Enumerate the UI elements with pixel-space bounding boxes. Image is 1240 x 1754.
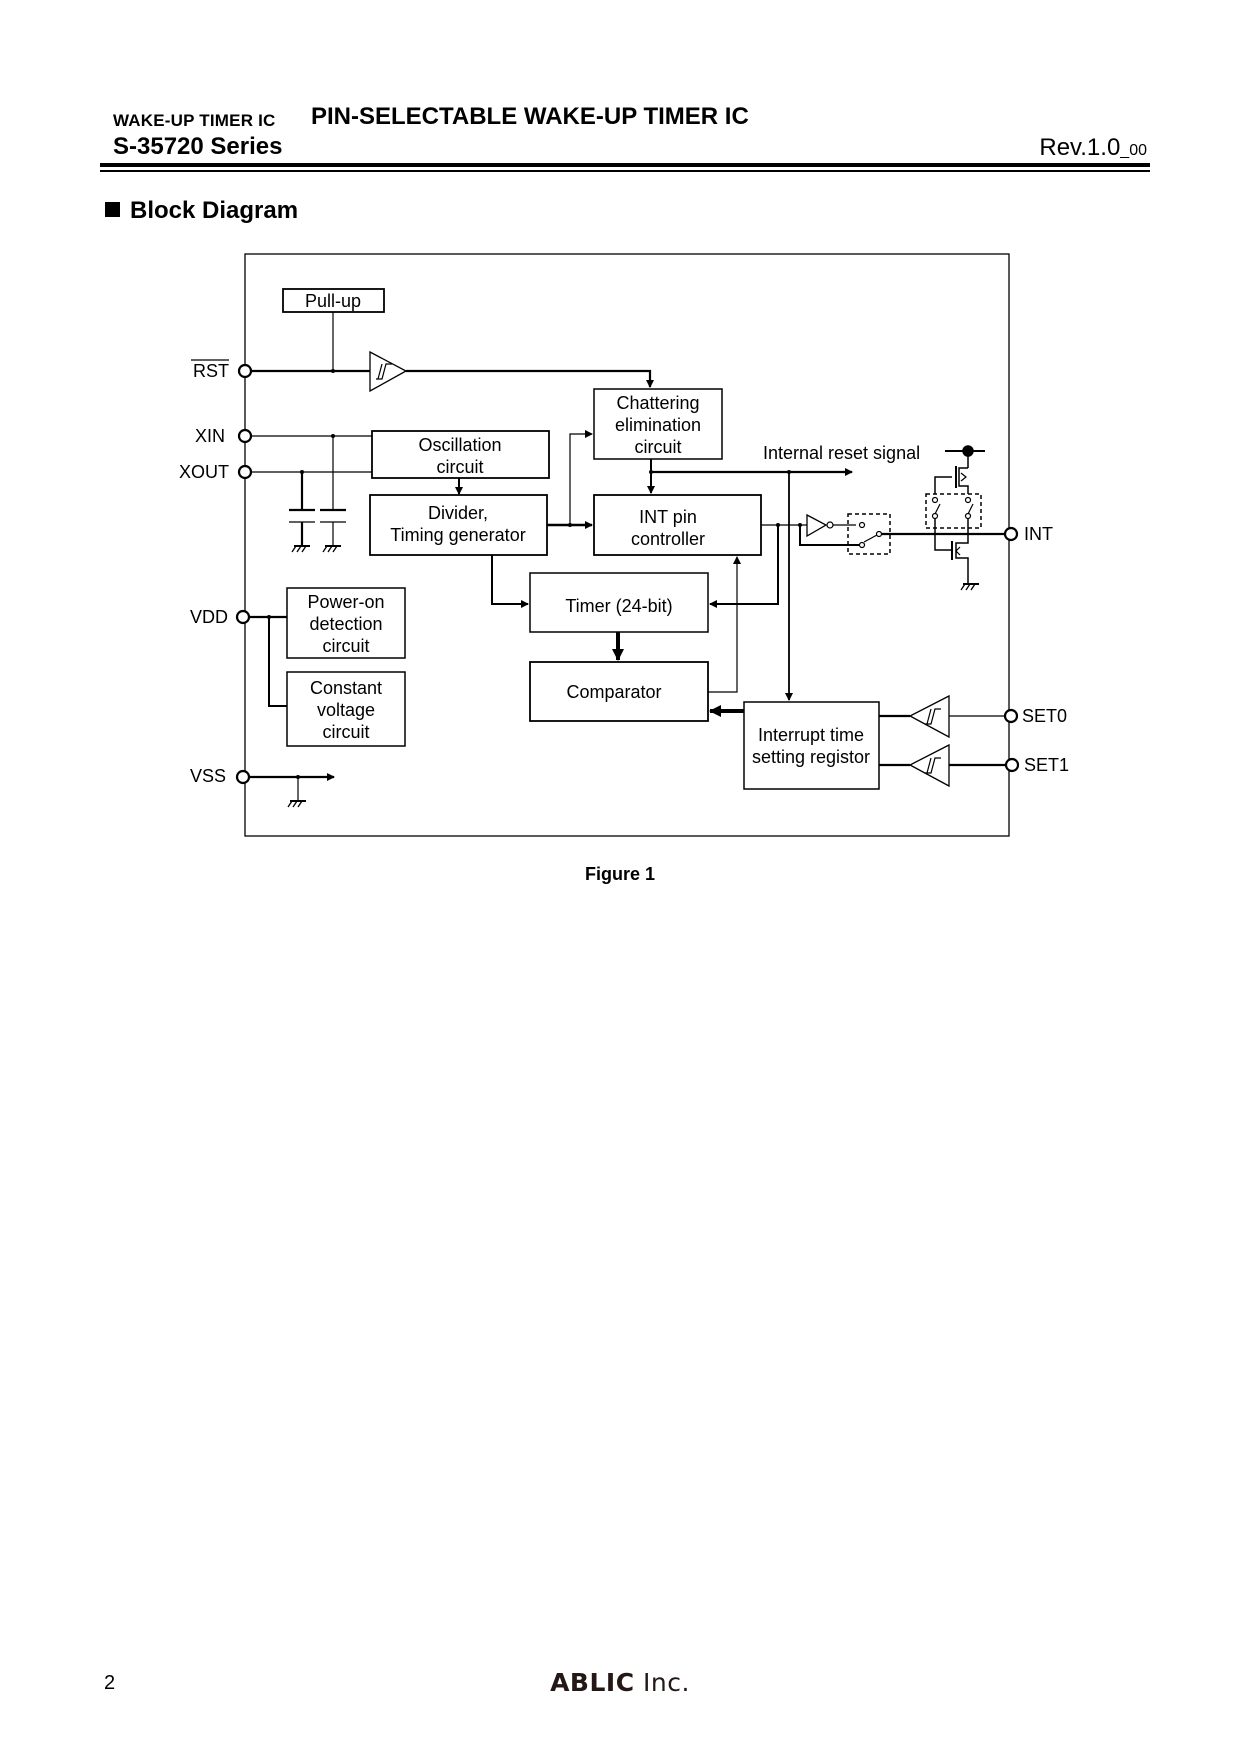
company-logo: ABLIC Inc. bbox=[0, 1668, 1240, 1697]
block-divider-label: Divider,Timing generator bbox=[390, 503, 525, 545]
ireg-line: setting registor bbox=[752, 747, 870, 767]
pin-rst: RST bbox=[191, 359, 253, 381]
pin-vdd-label: VDD bbox=[190, 607, 228, 627]
selector-switch-icon bbox=[847, 513, 891, 555]
pin-set0-label: SET0 bbox=[1022, 706, 1067, 726]
block-timer: Timer (24-bit) bbox=[529, 572, 709, 633]
cv-line: Constant bbox=[310, 678, 382, 698]
revision-number: Rev.1.0 bbox=[1039, 134, 1121, 161]
intc-line: controller bbox=[631, 529, 705, 549]
header-category: WAKE-UP TIMER IC bbox=[113, 111, 276, 130]
comp-line: Comparator bbox=[566, 682, 661, 702]
pullup-line: Pull-up bbox=[305, 291, 361, 311]
internal-reset-signal-label: Internal reset signal bbox=[763, 443, 920, 463]
chat-line: Chattering bbox=[616, 393, 699, 413]
company-name-suffix: Inc. bbox=[634, 1668, 690, 1697]
block-timer-label: Timer (24-bit) bbox=[565, 596, 672, 616]
page-number: 2 bbox=[104, 1672, 116, 1694]
osc-line: Oscillation bbox=[418, 435, 501, 455]
block-comparator: Comparator bbox=[529, 661, 709, 722]
inverter-icon bbox=[806, 513, 856, 538]
figure-caption: Figure 1 bbox=[584, 864, 655, 884]
pin-rst-label: RST bbox=[193, 361, 229, 381]
header-series: S-35720 Series bbox=[113, 133, 283, 160]
header-rule-thin bbox=[100, 170, 1150, 172]
header-rule-thick bbox=[100, 163, 1150, 167]
pin-xin-label: XIN bbox=[195, 426, 225, 446]
chip-boundary bbox=[244, 253, 1010, 837]
schmitt-buffer-rst-icon bbox=[369, 350, 408, 393]
pin-set0: SET0 bbox=[1003, 706, 1067, 726]
section-heading: Block Diagram bbox=[105, 197, 298, 225]
output-stage-icon bbox=[925, 445, 985, 584]
block-comparator-label: Comparator bbox=[566, 682, 661, 702]
intc-line: INT pin bbox=[639, 507, 697, 527]
ground-icon bbox=[287, 545, 979, 808]
pin-set1-label: SET1 bbox=[1024, 755, 1069, 775]
block-divider: Divider,Timing generator bbox=[369, 494, 548, 556]
schmitt-buffer-set1-icon bbox=[908, 743, 950, 788]
osc-line: circuit bbox=[436, 457, 483, 477]
wires bbox=[249, 312, 1006, 800]
pin-vss: VSS bbox=[190, 766, 251, 786]
pin-xout-label: XOUT bbox=[179, 462, 229, 482]
cv-line: voltage bbox=[317, 700, 375, 720]
cv-line: circuit bbox=[322, 722, 369, 742]
revision-suffix: _00 bbox=[1120, 142, 1147, 159]
block-pullup: Pull-up bbox=[282, 288, 385, 313]
chat-line: circuit bbox=[634, 437, 681, 457]
pin-set1: SET1 bbox=[1004, 755, 1069, 775]
pin-int-label: INT bbox=[1024, 524, 1053, 544]
junction-dots bbox=[267, 369, 802, 779]
pin-xin: XIN bbox=[195, 426, 253, 446]
header-title: PIN-SELECTABLE WAKE-UP TIMER IC bbox=[311, 103, 749, 130]
pwr-line: Power-on bbox=[307, 592, 384, 612]
chat-line: elimination bbox=[615, 415, 701, 435]
pin-xout: XOUT bbox=[179, 462, 253, 482]
ireg-line: Interrupt time bbox=[758, 725, 864, 745]
section-title: Block Diagram bbox=[130, 197, 299, 224]
div-line: Timing generator bbox=[390, 525, 525, 545]
square-bullet-icon bbox=[105, 202, 120, 217]
timer-line: Timer (24-bit) bbox=[565, 596, 672, 616]
pin-vdd: VDD bbox=[190, 607, 251, 627]
div-line: Divider, bbox=[428, 503, 488, 523]
block-pullup-label: Pull-up bbox=[305, 291, 361, 311]
pin-int: INT bbox=[1003, 524, 1053, 544]
schmitt-buffer-set0-icon bbox=[908, 694, 950, 739]
pwr-line: circuit bbox=[322, 636, 369, 656]
header-revision: Rev.1.0_00 bbox=[1039, 134, 1147, 162]
company-name-bold: ABLIC bbox=[550, 1668, 635, 1697]
pin-vss-label: VSS bbox=[190, 766, 226, 786]
pwr-line: detection bbox=[309, 614, 382, 634]
